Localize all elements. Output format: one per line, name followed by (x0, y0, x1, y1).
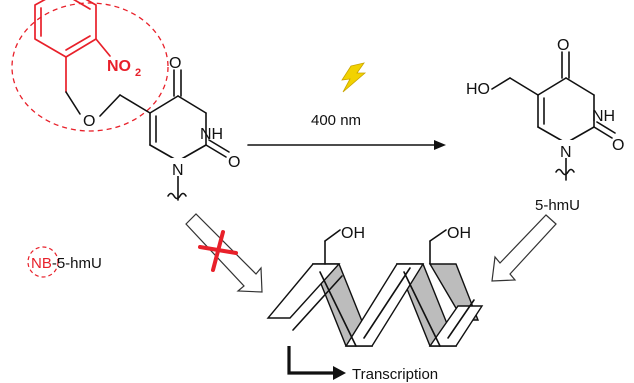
ether-bond-right (99, 94, 121, 117)
dna-oh-left-label: OH (341, 225, 365, 242)
incorporation-arrow (491, 214, 557, 282)
transcription-label: Transcription (352, 366, 438, 383)
methylene-bond (119, 94, 151, 114)
hydroxymethyl-bond (509, 77, 539, 96)
dna-oh-right: OH (429, 225, 471, 265)
nb-5-hmu-label: NB-5-hmU (27, 246, 102, 278)
right-carbonyl-top: O (557, 37, 569, 54)
uracil-ring-right (537, 51, 616, 181)
blocked-incorporation-arrow (185, 213, 263, 293)
hydroxyl-bond (491, 77, 511, 90)
right-nh: NH (592, 108, 615, 125)
dna-oh-right-label: OH (447, 225, 471, 242)
lightning-icon (341, 62, 367, 93)
svg-text:NB-5-hmU: NB-5-hmU (31, 255, 102, 272)
ether-bond-left (65, 91, 81, 115)
dna-double-helix (266, 263, 484, 347)
left-nh: NH (200, 126, 223, 143)
dna-oh-left: OH (324, 225, 365, 265)
right-carbonyl-bottom: O (612, 137, 624, 154)
nb-highlight-circle (27, 246, 59, 278)
5-hmu-label: 5-hmU (535, 197, 580, 214)
nitro-label: NO (107, 58, 131, 75)
transcription-arrow (287, 346, 346, 380)
blocked-x-icon (198, 230, 238, 272)
nitro-bond (95, 38, 111, 57)
photolysis-arrow (247, 140, 446, 150)
protecting-group-highlight (11, 2, 169, 132)
hmu-suffix: -5-hmU (52, 255, 102, 272)
nitro-subscript: 2 (135, 67, 141, 79)
ether-oxygen: O (83, 113, 95, 130)
nitrobenzyl-ring (34, 0, 97, 58)
5-hmu-structure: HO O NH O N (466, 37, 624, 181)
left-carbonyl-bottom: O (228, 154, 240, 171)
uracil-ring-left (149, 69, 230, 201)
right-ring-n: N (560, 144, 572, 161)
right-hydroxyl: HO (466, 81, 490, 98)
nb-prefix: NB (31, 255, 52, 272)
nb-5-hmu-structure: NO 2 O O NH O N (11, 0, 240, 201)
left-carbonyl-top: O (169, 55, 181, 72)
wavelength-label: 400 nm (311, 112, 361, 129)
left-ring-n: N (172, 162, 184, 179)
